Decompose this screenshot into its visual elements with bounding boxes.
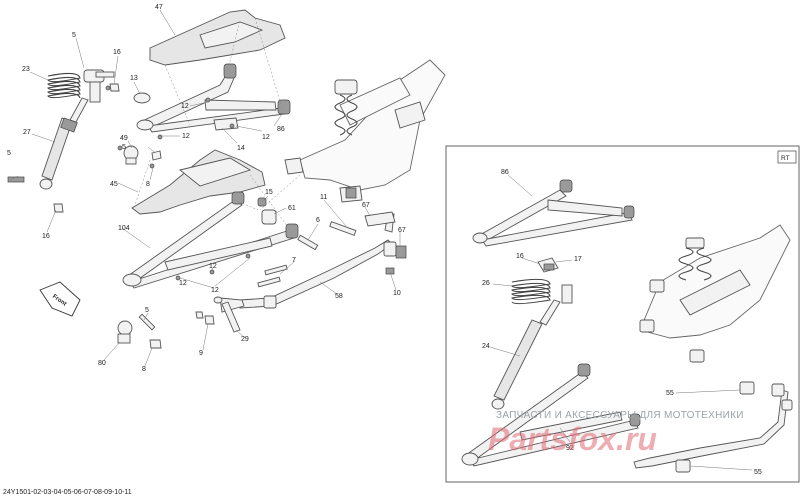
callout-67a: 67 — [362, 202, 370, 209]
nut-16 — [109, 83, 120, 92]
callout-86b: 86 — [501, 169, 509, 176]
callout-12f: 12 — [179, 280, 187, 287]
lower-cover-45 — [131, 149, 266, 215]
callout-10: 10 — [393, 290, 401, 297]
nut-8b — [149, 339, 162, 349]
callout-86a: 86 — [277, 126, 285, 133]
callout-61: 61 — [288, 205, 296, 212]
callout-104: 104 — [118, 225, 130, 232]
callout-9: 9 — [199, 350, 203, 357]
callout-12d: 12 — [209, 263, 217, 270]
callout-5d: 5 — [145, 307, 149, 314]
callout-12a: 12 — [181, 103, 189, 110]
callout-17: 17 — [574, 256, 582, 263]
watermark-logo: Partsfox.ru — [488, 421, 657, 457]
upper-cover-47 — [149, 9, 286, 66]
callout-13: 13 — [130, 75, 138, 82]
inset-tag: RT — [781, 155, 790, 162]
callout-16b: 16 — [42, 233, 50, 240]
retaining-ring-13 — [133, 92, 151, 104]
callout-11: 11 — [320, 194, 327, 201]
nut-8a — [151, 150, 162, 161]
callout-49: 49 — [120, 135, 128, 142]
bushing-bracket — [345, 187, 357, 199]
front-direction-arrow: Front — [39, 281, 81, 317]
callout-16c: 16 — [516, 253, 524, 260]
callout-47: 47 — [155, 4, 163, 11]
callout-55a: 55 — [666, 390, 674, 397]
callout-26: 26 — [482, 280, 490, 287]
link-67 — [364, 211, 396, 227]
callout-12b: 12 — [182, 133, 190, 140]
watermark-tagline: ЗАПЧАСТИ И АКСЕССУАРЫ ДЛЯ МОТОТЕХНИКИ — [496, 410, 744, 421]
callout-12e: 12 — [211, 287, 219, 294]
ball-joint-80 — [117, 320, 133, 344]
callout-24: 24 — [482, 343, 490, 350]
callout-8b: 8 — [142, 366, 146, 373]
callout-16a: 16 — [113, 49, 121, 56]
callout-5c: 5 — [7, 150, 11, 157]
bolt-7b — [264, 264, 288, 276]
upper-a-arm-86 — [136, 63, 291, 133]
callout-45: 45 — [110, 181, 118, 188]
bushing-61 — [261, 209, 277, 225]
bolt-6 — [297, 234, 319, 251]
lower-a-arm-104 — [122, 191, 299, 289]
nut-9 — [204, 315, 215, 325]
callout-5a: 5 — [72, 32, 76, 39]
callout-7: 7 — [292, 257, 296, 264]
callout-6: 6 — [316, 217, 320, 224]
callout-5b: 5 — [122, 144, 126, 151]
bolt-7a — [257, 276, 281, 288]
callout-92: 92 — [566, 445, 574, 452]
callout-12c: 12 — [262, 134, 270, 141]
callout-80: 80 — [98, 360, 106, 367]
callout-67b: 67 — [398, 227, 406, 234]
diagram-code: 24Y1501-02-03-04-05-06-07-08-09-10-11 — [3, 489, 132, 496]
chassis-frame — [284, 59, 446, 203]
ball-joint-49 — [123, 145, 139, 165]
shock-absorber-27 — [7, 69, 115, 190]
bolt-5d — [138, 313, 156, 331]
nut-10 — [53, 203, 64, 213]
callout-14: 14 — [237, 145, 245, 152]
nut-10b — [385, 267, 395, 275]
callout-15: 15 — [265, 189, 273, 196]
callout-29: 29 — [241, 336, 249, 343]
callout-55b: 55 — [754, 469, 762, 476]
inset-panel-rt: RT — [445, 145, 800, 483]
callout-23: 23 — [22, 66, 30, 73]
callout-27: 27 — [23, 129, 31, 136]
bolt-11 — [329, 221, 357, 236]
bracket-67b — [395, 245, 407, 259]
callout-8a: 8 — [146, 181, 150, 188]
stabilizer-bar-58 — [239, 213, 397, 309]
callout-58: 58 — [335, 293, 343, 300]
